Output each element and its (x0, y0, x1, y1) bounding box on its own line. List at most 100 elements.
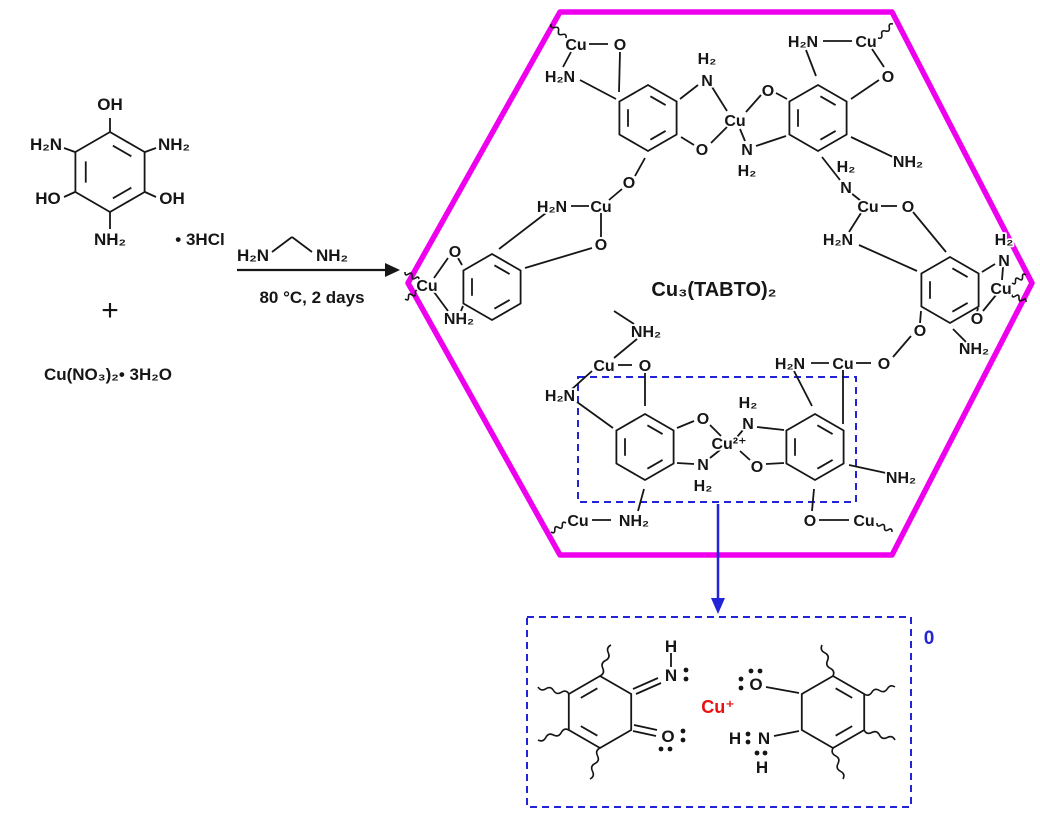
atom-cu: Cu (855, 34, 876, 51)
truncation-squiggle (863, 685, 896, 696)
truncation-squiggle (1011, 273, 1027, 285)
bond (608, 188, 623, 201)
double-bond-inner (580, 725, 598, 737)
atom-cu: Cu (853, 513, 874, 530)
atom-o: O (914, 323, 926, 340)
bond (805, 49, 817, 77)
atom-nh: NH₂ (886, 470, 916, 487)
atom-oh: OH (97, 95, 123, 114)
truncation-squiggle (550, 521, 567, 534)
atom-o: O (971, 311, 983, 328)
charge-label: 0 (924, 628, 935, 649)
bond (745, 94, 762, 113)
bond (618, 51, 621, 93)
atom-n: N (998, 253, 1010, 270)
bond (775, 92, 788, 100)
bond (912, 211, 947, 253)
lone-pair-dot (683, 676, 689, 682)
truncation-squiggle (404, 289, 420, 301)
double-bond-inner (951, 267, 969, 278)
bond (811, 488, 815, 512)
atom-nh: NH₂ (94, 230, 126, 249)
bond (632, 730, 657, 737)
ethylenediamine-left-label: H₂N (237, 246, 269, 265)
double-bond-inner (580, 687, 598, 699)
reaction-arrow-head (385, 263, 400, 277)
benzene-ring (618, 83, 678, 153)
double-bond-inner (649, 130, 667, 141)
benzene-ring (920, 255, 980, 325)
truncation-squiggle (599, 644, 612, 677)
bond (63, 147, 76, 153)
bond (793, 370, 813, 407)
lone-pair-dot (748, 668, 754, 674)
atom-o: O (449, 244, 461, 261)
atom-o: O (804, 513, 816, 530)
atom-cu: Cu (857, 199, 878, 216)
lone-pair-dot (683, 667, 689, 673)
atom-nh: NH₂ (893, 154, 923, 171)
atom-n: N (758, 729, 770, 748)
lone-pair-dot (754, 750, 760, 756)
atom-n: N (742, 416, 754, 433)
bond (765, 462, 785, 465)
double-bond-inner (819, 130, 837, 141)
atom-h: H₂ (837, 159, 856, 176)
atom-hn: H₂N (823, 232, 853, 249)
bond (576, 401, 614, 429)
atom-h: H (665, 637, 677, 656)
bond (271, 236, 293, 253)
bond (676, 420, 695, 429)
double-bond-inner (646, 424, 664, 435)
bond (892, 335, 912, 358)
bond (773, 730, 800, 737)
lone-pair-dot (738, 685, 744, 691)
atom-n: N (697, 457, 709, 474)
bond (634, 157, 646, 177)
atom-cu: Cu (832, 356, 853, 373)
product-hexagon-border (405, 9, 1035, 558)
bond (952, 328, 967, 343)
bond (433, 257, 449, 279)
ethylenediamine-right-label: NH₂ (316, 246, 348, 265)
atom-o: O (878, 356, 890, 373)
benzene-ring (615, 412, 675, 482)
bond (144, 191, 157, 198)
double-bond-inner (112, 144, 132, 158)
atom-h: H (729, 729, 741, 748)
bond (571, 370, 593, 390)
bond (433, 291, 449, 312)
bond (739, 450, 751, 461)
bond (579, 79, 617, 100)
atom-o: O (639, 358, 651, 375)
lone-pair-dot (762, 750, 768, 756)
bond (144, 147, 157, 153)
bond (291, 236, 313, 253)
atom-o: O (902, 199, 914, 216)
bond (848, 464, 887, 474)
bond (765, 686, 800, 694)
bond (632, 677, 659, 690)
bond (1001, 266, 1004, 281)
bond (739, 128, 746, 142)
double-bond-inner (816, 424, 834, 435)
bond (709, 424, 722, 437)
lone-pair-dot (745, 739, 751, 745)
bond (524, 247, 593, 269)
truncation-squiggle (550, 23, 567, 39)
truncation-squiggle (589, 747, 601, 780)
double-bond-inner (816, 459, 834, 470)
atom-cu: Cu (567, 513, 588, 530)
bond (613, 338, 638, 359)
atom-h: H (756, 758, 768, 777)
bond (635, 682, 662, 695)
atom-nh: NH₂ (619, 513, 649, 530)
bond (981, 263, 996, 273)
double-bond-inner (835, 725, 853, 737)
bond (63, 191, 76, 198)
atom-o: O (623, 175, 635, 192)
atom-hn: H₂N (775, 356, 805, 373)
atom-cu: Cu (416, 278, 437, 295)
truncation-squiggle (877, 22, 894, 40)
